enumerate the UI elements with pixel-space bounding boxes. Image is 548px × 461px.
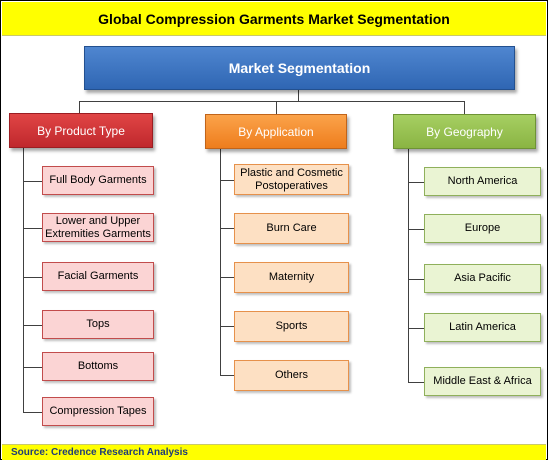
connector-application-branch (220, 277, 234, 278)
connector-product-branch (23, 181, 42, 182)
connector-application-branch (220, 228, 234, 229)
product-type-item: Tops (42, 310, 154, 339)
connector-product-branch (23, 367, 42, 368)
connector-application-branch (220, 326, 234, 327)
application-item: Sports (234, 311, 349, 342)
application-item: Maternity (234, 262, 349, 293)
category-product-type: By Product Type (9, 113, 153, 148)
connector-application-branch (220, 180, 234, 181)
connector-geography-branch (408, 229, 424, 230)
connector-application-spine (220, 149, 221, 376)
application-item: Plastic and Cosmetic Postoperatives (234, 164, 349, 195)
application-item: Others (234, 360, 349, 391)
connector-to-application (276, 101, 277, 114)
connector-product-branch (23, 277, 42, 278)
connector-geography-spine (408, 149, 409, 383)
geography-item: North America (424, 167, 541, 196)
geography-item: Europe (424, 214, 541, 243)
connector-geography-branch (408, 279, 424, 280)
product-type-item: Facial Garments (42, 262, 154, 291)
diagram-title: Global Compression Garments Market Segme… (2, 2, 546, 36)
product-type-item: Full Body Garments (42, 166, 154, 195)
source-note: Source: Credence Research Analysis (2, 444, 546, 460)
category-geography: By Geography (393, 114, 536, 149)
connector-to-product-type (79, 101, 80, 113)
connector-product-branch (23, 412, 42, 413)
root-node: Market Segmentation (84, 46, 515, 90)
product-type-item: Compression Tapes (42, 397, 154, 426)
connector-product-branch (23, 228, 42, 229)
product-type-item: Bottoms (42, 352, 154, 381)
connector-geography-branch (408, 182, 424, 183)
connector-geography-branch (408, 382, 424, 383)
geography-item: Asia Pacific (424, 264, 541, 293)
connector-application-branch (220, 375, 234, 376)
connector-product-spine (23, 148, 24, 412)
connector-top-bar (79, 101, 465, 102)
connector-product-branch (23, 325, 42, 326)
connector-root-stem (298, 90, 299, 101)
connector-geography-branch (408, 328, 424, 329)
category-application: By Application (205, 114, 347, 149)
product-type-item: Lower and Upper Extremities Garments (42, 213, 154, 242)
geography-item: Middle East & Africa (424, 367, 541, 396)
application-item: Burn Care (234, 213, 349, 244)
geography-item: Latin America (424, 313, 541, 342)
connector-to-geography (464, 101, 465, 114)
